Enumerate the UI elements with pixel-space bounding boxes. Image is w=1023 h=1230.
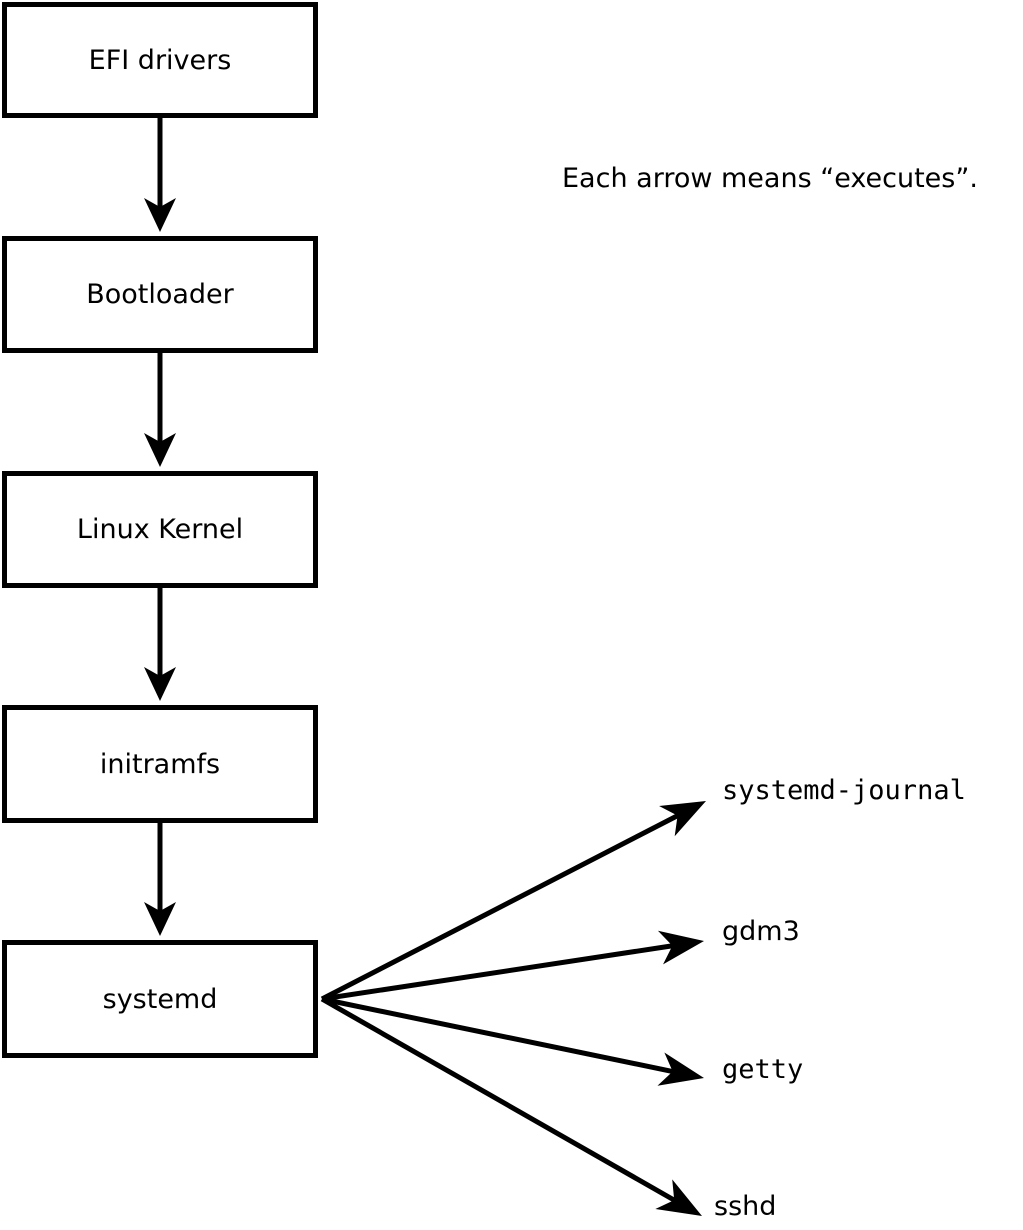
fan-arrow-group [320, 801, 706, 1216]
service-label-getty[interactable]: getty [722, 1054, 804, 1085]
stage-box-systemd[interactable]: systemd [2, 940, 318, 1058]
stage-box-label: initramfs [99, 748, 221, 780]
fan-arrow-head-systemd-journal [659, 801, 706, 837]
stage-box-linux-kernel[interactable]: Linux Kernel [2, 471, 318, 588]
fan-arrow-head-getty [657, 1052, 704, 1086]
stage-box-label: Linux Kernel [76, 514, 244, 545]
legend-note: Each arrow means “executes”. [562, 163, 978, 194]
stage-box-label: Bootloader [86, 279, 234, 310]
chain-arrow-head-linux-kernel-to-initramfs [144, 667, 176, 701]
fan-arrow-head-sshd [655, 1179, 702, 1216]
service-label-gdm3[interactable]: gdm3 [722, 916, 800, 947]
chain-arrow-head-efi-drivers-to-bootloader [144, 198, 176, 232]
service-label-systemd-journal[interactable]: systemd-journal [722, 775, 966, 806]
fan-arrow-line-getty [321, 996, 676, 1075]
stage-box-initramfs[interactable]: initramfs [2, 705, 318, 823]
stage-box-bootloader[interactable]: Bootloader [2, 236, 318, 353]
chain-arrow-head-initramfs-to-systemd [144, 902, 176, 936]
stage-box-efi-drivers[interactable]: EFI drivers [2, 2, 318, 118]
stage-box-label: systemd [102, 983, 218, 1015]
fan-arrow-head-gdm3 [657, 930, 704, 965]
chain-arrow-head-bootloader-to-linux-kernel [144, 433, 176, 467]
fan-arrow-line-sshd [320, 996, 678, 1204]
stage-box-label: EFI drivers [88, 44, 232, 76]
fan-arrow-line-gdm3 [321, 943, 675, 1002]
service-label-sshd[interactable]: sshd [714, 1191, 777, 1222]
fan-arrow-line-systemd-journal [320, 812, 681, 1002]
